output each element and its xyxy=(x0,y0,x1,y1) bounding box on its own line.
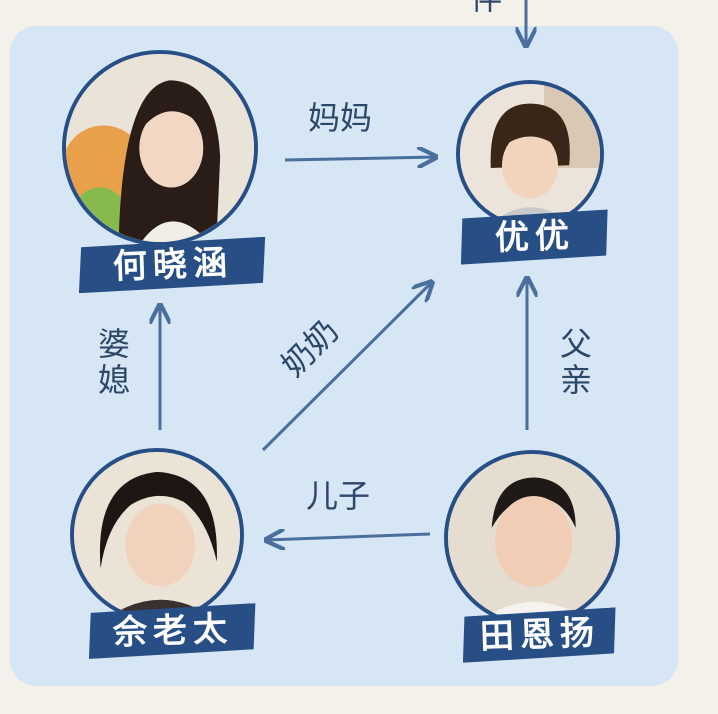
she-laotai-avatar xyxy=(70,448,244,622)
top-relation-label: 伴 xyxy=(470,0,502,16)
elderly-woman-portrait-icon xyxy=(74,452,240,618)
youyou-avatar xyxy=(456,80,604,228)
relation-label-father: 父亲 xyxy=(559,325,592,399)
relation-label-in-law: 婆媳 xyxy=(97,325,130,399)
tian-enyang-name-banner: 田恩扬 xyxy=(461,607,619,662)
arrow-tian-to-yu xyxy=(266,534,431,540)
arrow-he-to-you xyxy=(284,157,436,160)
boy-portrait-icon xyxy=(460,84,600,224)
woman-portrait-icon xyxy=(66,54,254,242)
he-xiaohan-avatar xyxy=(62,50,258,246)
youyou-name-banner: 优优 xyxy=(459,209,611,264)
arrow-yu-to-you xyxy=(261,282,432,452)
relation-label-son: 儿子 xyxy=(306,477,371,515)
man-portrait-icon xyxy=(448,454,616,622)
relation-label-mother: 妈妈 xyxy=(308,99,373,137)
tian-enyang-avatar xyxy=(444,450,620,626)
